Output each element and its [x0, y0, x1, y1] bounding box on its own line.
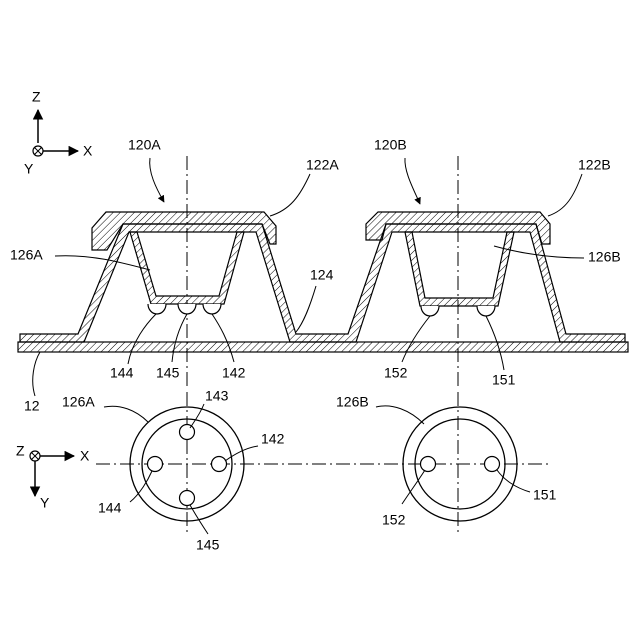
leader-12 [33, 352, 40, 396]
label-145: 145 [156, 365, 180, 381]
cup-b [405, 232, 514, 306]
label-120a: 120A [128, 137, 161, 153]
cross-section-view: 120A 120B 122A 122B 126A 126B 124 12 144… [10, 137, 628, 414]
leader-122b [548, 174, 582, 216]
plan-view: 126A 143 142 144 145 126B 152 151 [62, 388, 557, 553]
y-axis-label: Y [40, 495, 50, 511]
plan-hole-145 [180, 491, 195, 506]
protrusion-144 [148, 304, 166, 314]
axes-top: Z X Y [24, 89, 93, 177]
x-axis-label: X [80, 448, 90, 464]
leader-plan-145 [190, 505, 208, 534]
x-axis-label: X [83, 143, 93, 159]
label-142: 142 [222, 365, 246, 381]
label-124: 124 [310, 267, 334, 283]
plan-label-126a: 126A [62, 394, 95, 410]
protrusion-151 [477, 306, 495, 316]
label-12: 12 [24, 398, 40, 414]
z-axis-label: Z [16, 443, 25, 459]
leader-152 [402, 316, 430, 362]
label-152: 152 [384, 365, 408, 381]
label-122b: 122B [578, 157, 611, 173]
label-122a: 122A [306, 157, 339, 173]
plan-label-144: 144 [98, 500, 122, 516]
protrusion-145 [178, 304, 196, 314]
protrusion-152 [421, 306, 439, 316]
leader-plan-126a [104, 406, 148, 422]
cup-a [130, 232, 244, 304]
leader-145 [172, 314, 187, 362]
z-axis-label: Z [32, 89, 41, 105]
protrusion-142 [203, 304, 221, 314]
leader-142 [212, 314, 234, 362]
label-144: 144 [110, 365, 134, 381]
label-126a: 126A [10, 247, 43, 263]
label-126b: 126B [588, 249, 621, 265]
plan-label-142: 142 [261, 431, 285, 447]
plan-hole-144 [148, 457, 163, 472]
label-120b: 120B [374, 137, 407, 153]
plan-label-145: 145 [196, 537, 220, 553]
plan-hole-142 [212, 457, 227, 472]
axes-bottom: Z X Y [16, 443, 90, 511]
y-axis-label: Y [24, 161, 34, 177]
leader-144 [128, 314, 156, 364]
plan-hole-143 [180, 425, 195, 440]
leader-124 [296, 286, 316, 332]
label-151: 151 [492, 372, 516, 388]
plan-label-152: 152 [382, 512, 406, 528]
base-plate [18, 342, 628, 352]
leader-126a [55, 256, 150, 270]
leader-120a [150, 158, 164, 202]
plan-hole-152 [421, 457, 436, 472]
leader-plan-126b [376, 406, 424, 424]
plan-hole-151 [485, 457, 500, 472]
leader-122a [270, 174, 310, 216]
plan-label-143: 143 [205, 388, 229, 404]
leader-120b [405, 158, 420, 204]
plan-label-151: 151 [533, 487, 557, 503]
plan-label-126b: 126B [336, 394, 369, 410]
